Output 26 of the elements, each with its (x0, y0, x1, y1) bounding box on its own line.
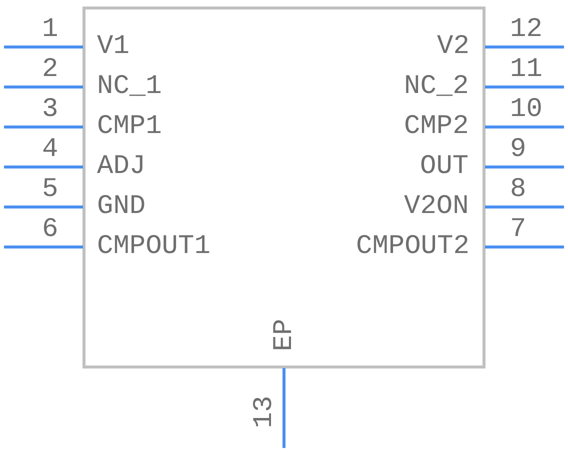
pin-number: 9 (510, 135, 526, 165)
pin-number: 1 (42, 15, 58, 45)
pin-number: 2 (42, 55, 58, 85)
pin-name: OUT (420, 152, 469, 182)
pin-name: V2 (437, 32, 470, 62)
pin-name: NC_2 (404, 72, 469, 102)
pin-name: EP (270, 318, 300, 352)
pin-name: CMP2 (404, 112, 469, 142)
pin-number: 10 (510, 95, 542, 125)
pin-number: 8 (510, 175, 526, 205)
pin-number: 12 (510, 15, 542, 45)
pin-number: 4 (42, 135, 58, 165)
pin-name: CMPOUT1 (97, 232, 210, 262)
pin-name: GND (97, 192, 146, 222)
pin-number: 3 (42, 95, 58, 125)
pin-name: V1 (97, 32, 130, 62)
pin-name: V2ON (404, 192, 469, 222)
pin-number: 11 (510, 55, 542, 85)
pin-number: 13 (250, 396, 280, 428)
pin-number: 7 (510, 215, 526, 245)
pin-number: 5 (42, 175, 58, 205)
pin-name: CMPOUT2 (356, 232, 470, 262)
pin-name: NC_1 (97, 72, 162, 102)
pin-name: ADJ (97, 152, 146, 182)
pin-number: 6 (42, 215, 58, 245)
pin-name: CMP1 (97, 112, 162, 142)
